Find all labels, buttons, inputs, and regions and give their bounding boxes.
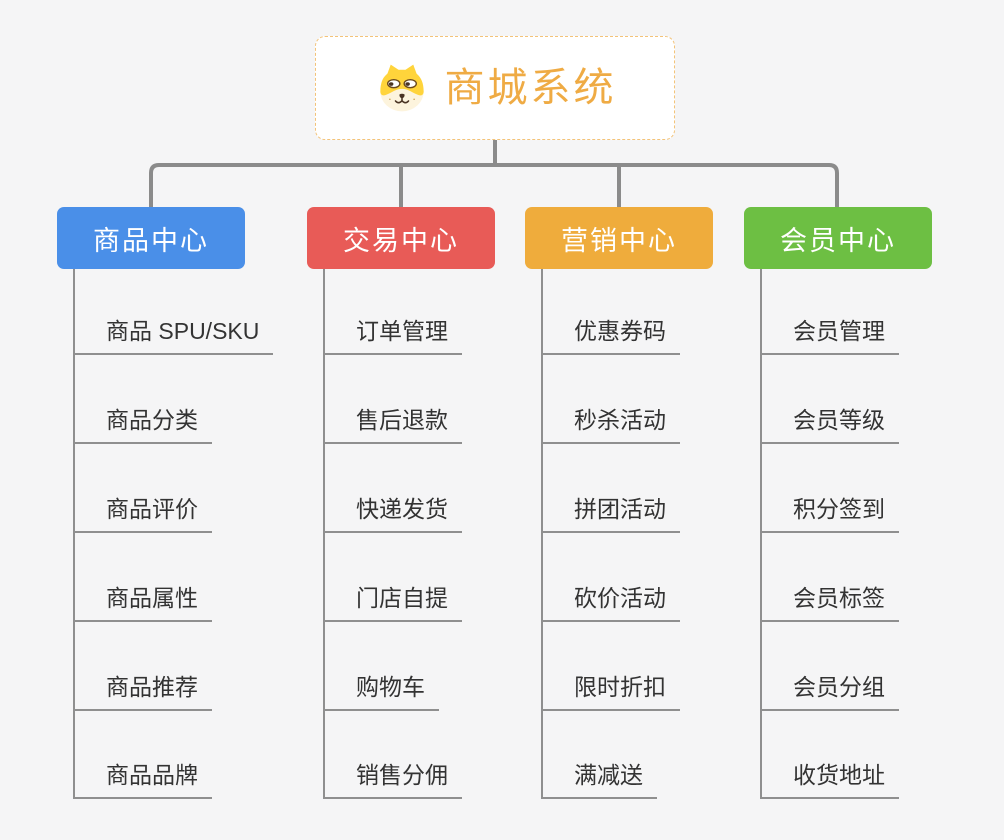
node-leaf[interactable]: 快递发货 [323, 494, 462, 533]
node-leaf[interactable]: 购物车 [323, 672, 439, 711]
node-leaf[interactable]: 满减送 [541, 760, 657, 799]
root-node[interactable]: 商城系统 [315, 36, 675, 140]
node-leaf[interactable]: 商品分类 [73, 405, 212, 444]
node-leaf[interactable]: 销售分佣 [323, 760, 462, 799]
node-leaf[interactable]: 会员分组 [760, 672, 899, 711]
node-leaf[interactable]: 会员等级 [760, 405, 899, 444]
branch-spine [760, 269, 762, 799]
node-leaf[interactable]: 商品属性 [73, 583, 212, 622]
node-leaf[interactable]: 会员标签 [760, 583, 899, 622]
node-leaf[interactable]: 积分签到 [760, 494, 899, 533]
dog-face-icon [379, 64, 424, 112]
node-trade-center[interactable]: 交易中心 [307, 207, 495, 269]
node-leaf[interactable]: 商品推荐 [73, 672, 212, 711]
node-product-center[interactable]: 商品中心 [57, 207, 245, 269]
node-leaf[interactable]: 售后退款 [323, 405, 462, 444]
node-marketing-center[interactable]: 营销中心 [525, 207, 713, 269]
root-node-title: 商城系统 [444, 66, 617, 110]
node-leaf[interactable]: 拼团活动 [541, 494, 680, 533]
node-leaf[interactable]: 订单管理 [323, 316, 462, 355]
node-leaf[interactable]: 收货地址 [760, 760, 899, 799]
node-leaf[interactable]: 优惠券码 [541, 316, 680, 355]
branch-spine [541, 269, 543, 799]
branch-spine [73, 269, 75, 799]
node-leaf[interactable]: 商品评价 [73, 494, 212, 533]
node-leaf[interactable]: 门店自提 [323, 583, 462, 622]
branch-spine [323, 269, 325, 799]
node-leaf[interactable]: 会员管理 [760, 316, 899, 355]
node-leaf[interactable]: 砍价活动 [541, 583, 680, 622]
node-leaf[interactable]: 秒杀活动 [541, 405, 680, 444]
node-leaf[interactable]: 商品 SPU/SKU [73, 316, 274, 355]
node-member-center[interactable]: 会员中心 [744, 207, 932, 269]
node-leaf[interactable]: 限时折扣 [541, 672, 680, 711]
node-leaf[interactable]: 商品品牌 [73, 760, 212, 799]
